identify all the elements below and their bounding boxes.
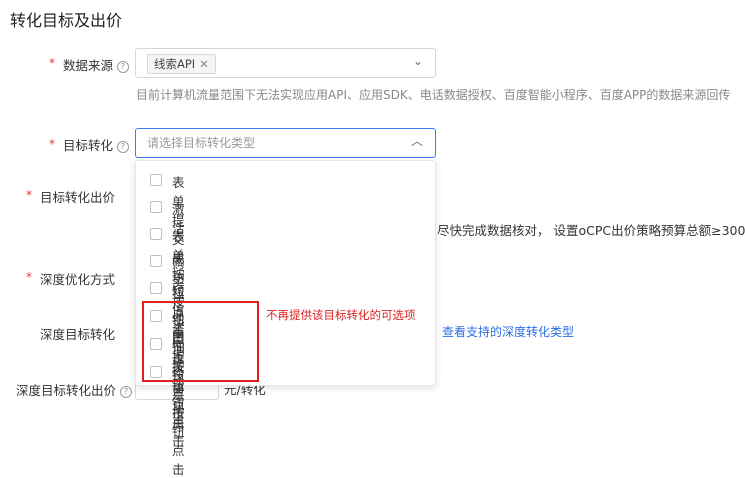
- checkbox[interactable]: [150, 338, 162, 350]
- checkbox[interactable]: [150, 366, 162, 378]
- required-marker: *: [49, 56, 55, 70]
- checkbox[interactable]: [150, 201, 162, 213]
- checkbox[interactable]: [150, 255, 162, 267]
- data-source-hint: 目前计算机流量范围下无法实现应用API、应用SDK、电话数据授权、百度智能小程序…: [136, 88, 731, 102]
- required-marker: *: [49, 137, 55, 151]
- target-conversion-select[interactable]: 请选择目标转化类型 ︿: [135, 128, 436, 158]
- deep-bid-label: 深度目标转化出价?: [16, 380, 133, 399]
- checkbox[interactable]: [150, 282, 162, 294]
- target-conversion-placeholder: 请选择目标转化类型: [147, 136, 256, 150]
- removed-options-note: 不再提供该目标转化的可选项: [266, 308, 416, 322]
- target-bid-label: 目标转化出价: [40, 190, 116, 205]
- target-bid-tip: 尽快完成数据核对， 设置oCPC出价策略预算总额≥300: [437, 223, 745, 238]
- chevron-down-icon[interactable]: ⌄: [412, 54, 423, 68]
- checkbox[interactable]: [150, 174, 162, 186]
- deep-conversion-types-link[interactable]: 查看支持的深度转化类型: [442, 325, 575, 339]
- highlight-box: [142, 301, 259, 382]
- checkbox[interactable]: [150, 310, 162, 322]
- data-source-label: 数据来源?: [63, 55, 130, 74]
- close-icon[interactable]: ✕: [199, 57, 209, 71]
- data-source-select[interactable]: 线索API✕ ⌄: [135, 48, 436, 78]
- deep-target-label: 深度目标转化: [40, 327, 116, 342]
- required-marker: *: [26, 270, 32, 284]
- required-marker: *: [26, 188, 32, 202]
- chevron-up-icon[interactable]: ︿: [410, 134, 423, 148]
- checkbox[interactable]: [150, 228, 162, 240]
- section-title: 转化目标及出价: [10, 11, 123, 30]
- help-icon[interactable]: ?: [117, 140, 130, 153]
- help-icon[interactable]: ?: [117, 60, 130, 73]
- target-conversion-label: 目标转化?: [63, 135, 130, 154]
- deep-optimization-label: 深度优化方式: [40, 272, 116, 287]
- help-icon[interactable]: ?: [120, 385, 133, 398]
- target-conversion-dropdown: 表单提交成功 激活 表单按钮点击 购买按钮点击 短信咨询按钮点击 地图按钮点击 …: [135, 160, 436, 477]
- selected-tag-lead-api: 线索API✕: [147, 54, 216, 74]
